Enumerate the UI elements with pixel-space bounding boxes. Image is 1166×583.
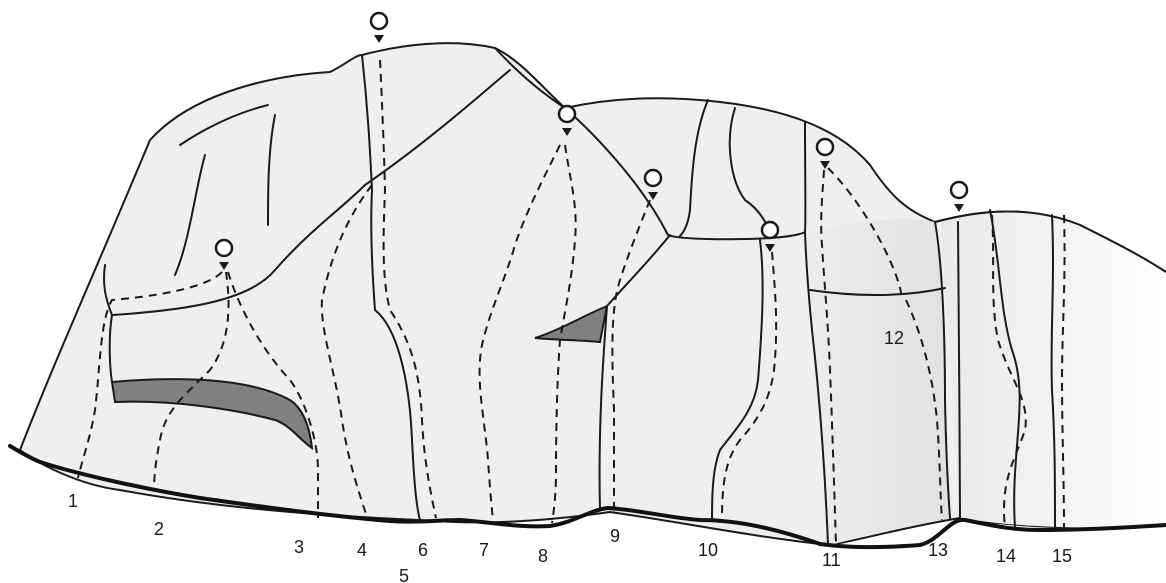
- route-number-11: 11: [822, 550, 841, 570]
- route-line-13: [905, 299, 943, 521]
- route-lines: [77, 59, 1066, 546]
- route-number-6: 6: [418, 540, 428, 560]
- overhang-flake-middle: [534, 304, 609, 344]
- route-number-9: 9: [610, 526, 620, 546]
- route-number-2: 2: [154, 519, 164, 539]
- route-line-9: [611, 199, 651, 512]
- route-number-10: 10: [698, 540, 718, 560]
- route-line-10: [721, 251, 778, 521]
- route-line-2: [153, 271, 230, 491]
- lowering-anchor-icon: [557, 104, 577, 136]
- route-number-12: 12: [884, 328, 904, 348]
- route-number-1: 1: [68, 491, 78, 511]
- route-line-6: [379, 59, 437, 519]
- route-number-14: 14: [996, 546, 1016, 566]
- lowering-anchor-icon: [214, 238, 234, 270]
- route-number-7: 7: [479, 540, 489, 560]
- route-line-7: [478, 144, 561, 523]
- ground-line: [8, 444, 1166, 550]
- rock-features: [102, 47, 1056, 546]
- overhang-flake-left: [110, 378, 314, 451]
- rock-outline-right: [934, 210, 1166, 273]
- route-number-15: 15: [1052, 546, 1072, 566]
- route-number-5: 5: [399, 566, 409, 583]
- route-line-3: [227, 271, 319, 518]
- route-number-13: 13: [928, 540, 948, 560]
- lowering-anchor-icon: [815, 137, 835, 169]
- lowering-anchor-icon: [949, 180, 969, 212]
- route-line-11: [820, 169, 837, 546]
- route-number-8: 8: [538, 546, 548, 566]
- lowering-anchor-icon: [369, 11, 389, 43]
- lowering-anchor-icon: [643, 168, 663, 200]
- route-line-14: [991, 214, 1027, 529]
- block-shading: [805, 219, 950, 545]
- route-number-4: 4: [357, 540, 367, 560]
- route-line-8a: [551, 144, 577, 524]
- route-line-4: [320, 184, 373, 521]
- route-line-15: [1060, 214, 1066, 531]
- route-number-3: 3: [294, 537, 304, 557]
- lowering-anchor-icon: [760, 220, 780, 252]
- right-rock-shading: [940, 211, 1166, 528]
